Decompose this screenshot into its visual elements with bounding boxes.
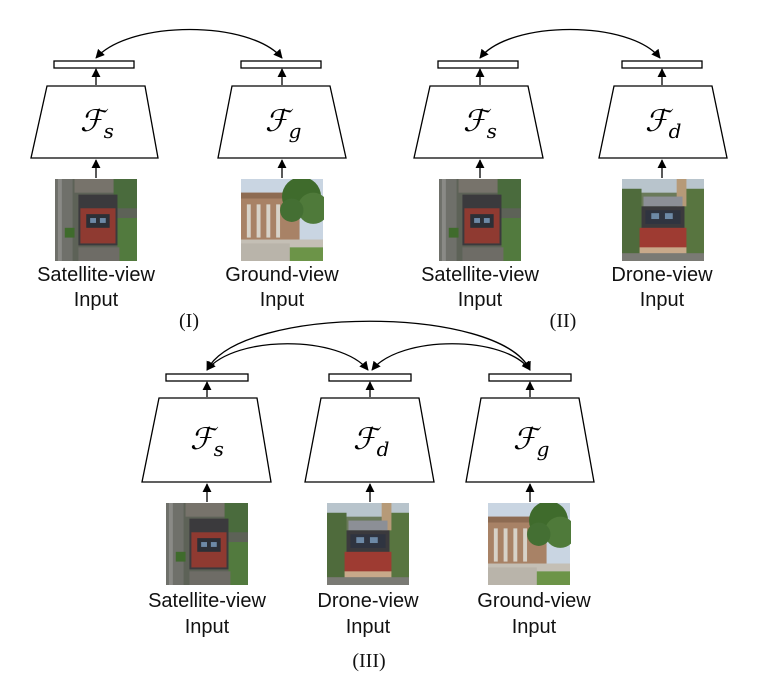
compare-arc-d-g-III (371, 343, 531, 371)
satellite-thumbnail (439, 179, 521, 261)
caption-drone-line2-II: Input (640, 289, 685, 311)
encoder-satellite-II (413, 85, 544, 159)
feature-bar-satellite-I (53, 60, 135, 69)
feature-bar-ground-I (240, 60, 322, 69)
feature-bar-ground-III (488, 373, 572, 382)
compare-arc-s-d-III (206, 343, 369, 371)
encoder-ground-III (465, 397, 595, 483)
compare-arc-II (479, 28, 661, 59)
encoder-satellite-III (141, 397, 272, 483)
caption-ground-line1-I: Ground-view (225, 264, 339, 286)
panel-I: ℱs ℱg Satellite-view Input Ground-view I… (30, 28, 347, 332)
caption-drone-line1-III: Drone-view (317, 590, 419, 612)
caption-ground-line2-III: Input (512, 616, 557, 638)
panel-label-III: (III) (352, 650, 385, 672)
satellite-thumbnail (55, 179, 137, 261)
ground-thumbnail (241, 179, 324, 261)
satellite-thumbnail (166, 503, 248, 585)
feature-bar-drone-II (621, 60, 703, 69)
encoder-satellite-I (30, 85, 159, 159)
caption-satellite-line2-I: Input (74, 289, 119, 311)
panel-label-II: (II) (550, 310, 577, 332)
ground-thumbnail (488, 503, 571, 585)
feature-bar-satellite-II (437, 60, 519, 69)
encoder-label-g-III: ℱg (513, 422, 549, 461)
caption-drone-line1-II: Drone-view (611, 264, 713, 286)
drone-thumbnail (622, 179, 704, 261)
caption-satellite-line1-III: Satellite-view (148, 590, 266, 612)
caption-satellite-line2-III: Input (185, 616, 230, 638)
feature-bar-drone-III (328, 373, 412, 382)
encoder-ground-I (217, 85, 347, 159)
encoder-drone-II (598, 85, 728, 159)
drone-thumbnail (327, 503, 409, 585)
panel-III: ℱs ℱd ℱg Satellite-view Input Drone-view… (141, 320, 595, 672)
caption-satellite-line1-II: Satellite-view (421, 264, 539, 286)
panel-label-I: (I) (179, 310, 199, 332)
panel-II: ℱs ℱd Satellite-view Input Drone-view In… (413, 28, 728, 332)
caption-ground-line2-I: Input (260, 289, 305, 311)
encoder-drone-III (304, 397, 435, 483)
feature-bar-satellite-III (165, 373, 249, 382)
caption-drone-line2-III: Input (346, 616, 391, 638)
caption-satellite-line1-I: Satellite-view (37, 264, 155, 286)
caption-ground-line1-III: Ground-view (477, 590, 591, 612)
compare-arc-I (95, 28, 283, 59)
compare-arc-s-g-III (206, 320, 531, 371)
caption-satellite-line2-II: Input (458, 289, 503, 311)
